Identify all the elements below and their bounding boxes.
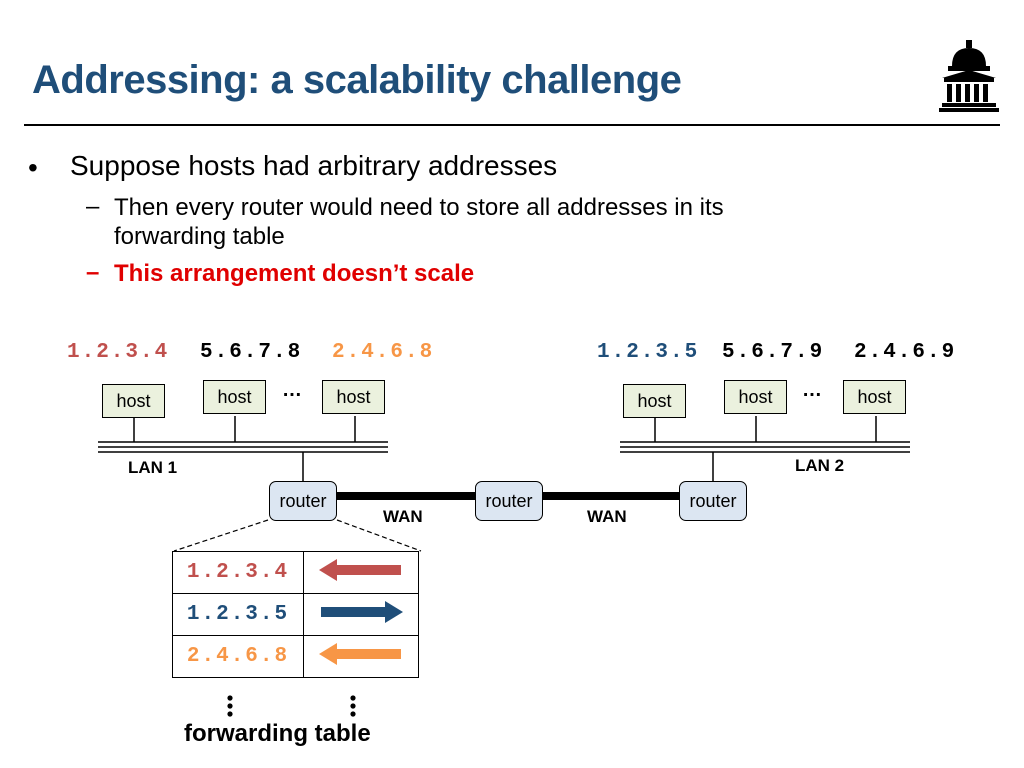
title-divider <box>24 124 1000 126</box>
host-box: host <box>623 384 686 418</box>
router-box: router <box>475 481 543 521</box>
host-address: 5.6.7.9 <box>722 341 825 364</box>
more-hosts-ellipsis: … <box>282 379 302 401</box>
router-box: router <box>269 481 337 521</box>
slide-title: Addressing: a scalability challenge <box>32 58 682 102</box>
table-cell-direction <box>303 551 419 594</box>
bullet-marker: • <box>28 152 38 183</box>
table-cell-direction <box>303 635 419 678</box>
vertical-ellipsis-icon <box>350 695 356 717</box>
host-address: 1.2.3.5 <box>597 341 700 364</box>
sub-bullet-line-1: Then every router would need to store al… <box>114 194 724 221</box>
router-box: router <box>679 481 747 521</box>
sub-bullet-line-2: forwarding table <box>114 223 285 250</box>
left-arrow-icon <box>319 559 401 581</box>
zoom-dashed-line <box>336 519 422 552</box>
host-address: 2.4.6.8 <box>332 341 435 364</box>
sub-bullet-emphasis: This arrangement doesn’t scale <box>114 260 475 287</box>
zoom-dashed-line <box>173 519 269 552</box>
left-arrow-icon <box>319 643 401 665</box>
forwarding-table: 1.2.3.4 1.2.3.5 2.4.6.8 <box>172 551 419 678</box>
wan-label: WAN <box>383 507 423 526</box>
table-cell-address: 2.4.6.8 <box>172 635 304 678</box>
bullet-text: Suppose hosts had arbitrary addresses <box>70 150 558 181</box>
sub-bullet-dash: – <box>86 193 100 220</box>
right-arrow-icon <box>321 601 403 623</box>
host-box: host <box>203 380 266 414</box>
vertical-ellipsis-icon <box>227 695 233 717</box>
table-row: 2.4.6.8 <box>172 635 419 678</box>
university-logo-icon <box>939 40 999 112</box>
table-cell-address: 1.2.3.4 <box>172 551 304 594</box>
wan-label: WAN <box>587 507 627 526</box>
host-box: host <box>322 380 385 414</box>
table-cell-address: 1.2.3.5 <box>172 593 304 636</box>
lan-label: LAN 1 <box>128 458 178 477</box>
lan-label: LAN 2 <box>795 456 845 475</box>
sub-bullet-dash: – <box>86 259 100 286</box>
host-box: host <box>843 380 906 414</box>
host-box: host <box>102 384 165 418</box>
table-row: 1.2.3.4 <box>172 551 419 594</box>
table-row: 1.2.3.5 <box>172 593 419 636</box>
more-hosts-ellipsis: … <box>802 379 822 401</box>
table-cell-direction <box>303 593 419 636</box>
host-address: 5.6.7.8 <box>200 341 303 364</box>
forwarding-table-caption: forwarding table <box>184 720 371 747</box>
host-address: 2.4.6.9 <box>854 341 957 364</box>
host-box: host <box>724 380 787 414</box>
host-address: 1.2.3.4 <box>67 341 170 364</box>
